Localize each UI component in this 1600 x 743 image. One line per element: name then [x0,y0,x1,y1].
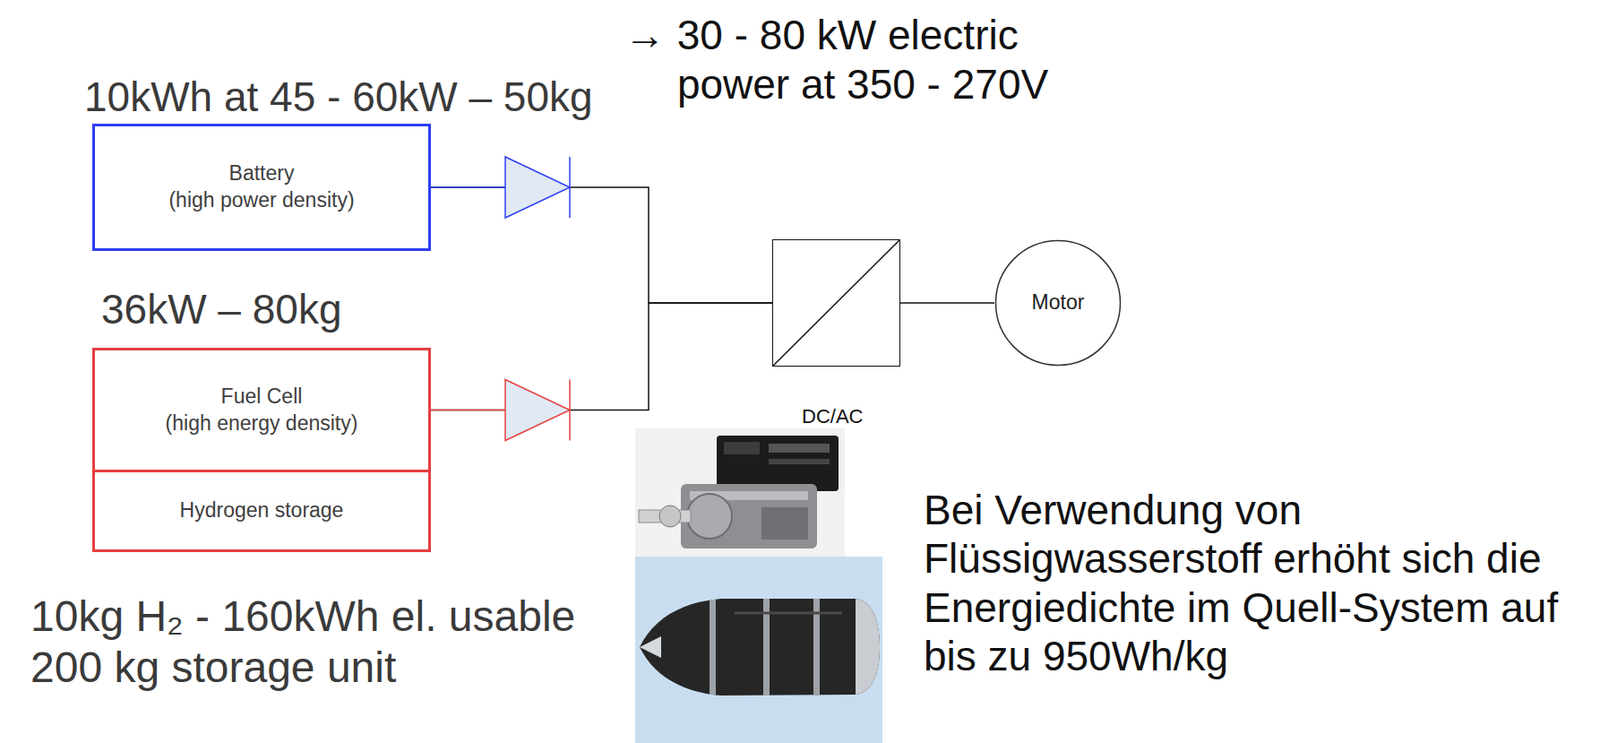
tank-highlight [734,611,843,615]
converter-diagonal [773,240,900,366]
dashed-border [11,11,622,735]
power-note: → 30 - 80 kW electric power at 350 - 270… [624,10,1091,110]
photo-ground [635,428,845,557]
text-column: Motor [994,239,1122,367]
housing-detail [768,458,830,465]
text-holder: 36kW – 80kg [101,284,342,335]
text-holder: DC/AC [801,404,863,429]
box-title: Hydrogen storage [180,497,345,525]
hydrogen-tank [639,598,880,696]
motor-outline [996,240,1121,366]
body-detail [761,507,809,540]
box-subtitle: (high power density) [168,187,354,215]
wire-connector [430,187,773,303]
text-holder: 200 kg storage unit [30,641,396,694]
storage-note: 200 kg storage unit [30,641,396,694]
spec-heading: 36kW – 80kg [101,284,342,335]
converter-symbol [773,240,900,366]
source-system-region: 10kg H₂ - 160kWh el. usable200 kg storag… [9,9,623,736]
tank-photo [635,556,883,743]
storage-note: 10kg H₂ - 160kWh el. usable [30,590,576,643]
inverter-housing [716,435,839,491]
hydrogen-storage-box: Hydrogen storage [92,469,431,552]
label-holder: Bei Verwendung von Flüssigwasserstoff er… [923,485,1562,680]
text-column: Fuel Cell(high energy density) [94,350,429,470]
battery-box: 10kWh at 45 - 60kW – 50kgBattery(high po… [92,123,431,251]
diode-symbol [505,379,570,441]
motor-label: Motor [1032,290,1085,316]
housing-detail [723,441,760,455]
text-column: Battery(high power density) [94,126,429,249]
shaft-collar [659,505,681,527]
wire-connector [430,302,773,411]
housing-detail [768,443,830,453]
wire-connector [900,301,995,304]
motor-flange [687,493,732,539]
inverter-photo [635,428,845,557]
tank-band [709,599,716,695]
tank-nose [639,636,662,658]
text-column: Hydrogen storage [94,472,429,550]
liquid-hydrogen-note: Bei Verwendung von Flüssigwasserstoff er… [923,485,1562,680]
box-title: Fuel Cell [221,383,303,411]
box-subtitle: (high energy density) [165,410,359,438]
inverter-box: DC/AC [772,239,901,367]
diode-symbol [505,156,570,218]
motor-body [680,483,818,549]
fuel-cell-box: 36kW – 80kgFuel Cell(high energy density… [92,347,431,473]
diode-bar [568,156,571,218]
text-holder: 10kWh at 45 - 60kW – 50kg [84,72,594,122]
diode-bar [568,379,571,441]
spec-heading: 10kWh at 45 - 60kW – 50kg [84,72,594,122]
tank-cap [855,598,880,695]
photo-ground [635,556,883,743]
motor-circle: Motor [994,239,1122,367]
text-holder: 10kg H₂ - 160kWh el. usable [30,590,576,643]
converter-label: DC/AC [801,404,863,429]
label-holder: → 30 - 80 kW electric power at 350 - 270… [624,10,1091,110]
box-title: Battery [229,160,295,188]
